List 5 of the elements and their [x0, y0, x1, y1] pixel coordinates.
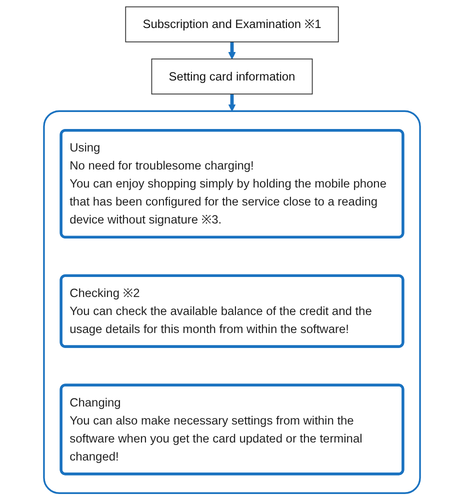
node-box: Subscription and Examination ※1: [125, 6, 339, 42]
arrow: [228, 42, 236, 60]
node-box: Setting card information: [151, 58, 313, 94]
cluster: [43, 110, 421, 494]
arrow: [228, 94, 236, 112]
